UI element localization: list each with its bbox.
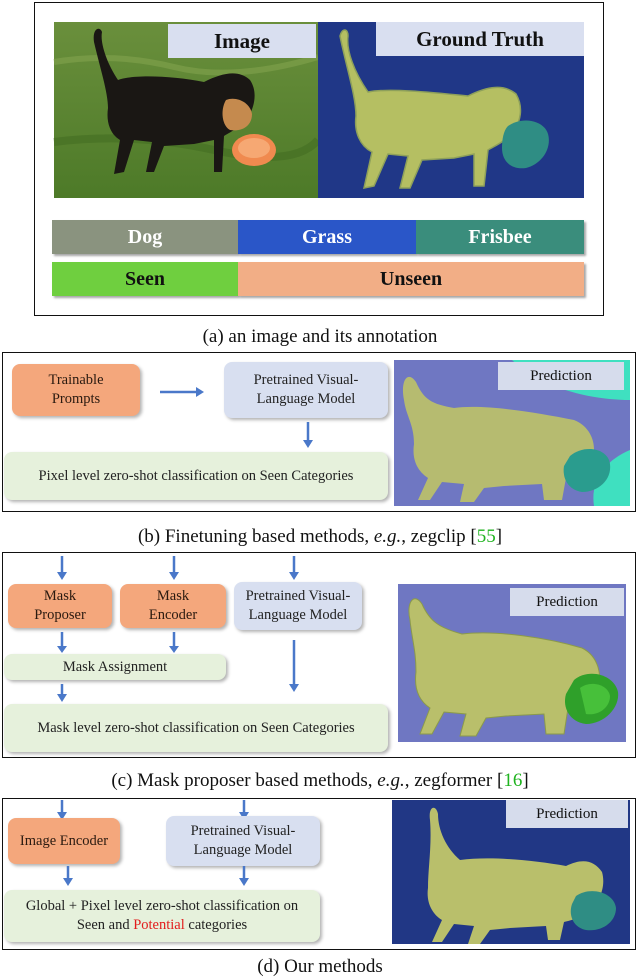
arrow-down-assignment (57, 684, 67, 702)
potential-highlight: Potential (133, 917, 185, 933)
arrow-down-vlm-c (289, 640, 299, 692)
arrows-to-assignment (57, 632, 179, 653)
input-arrows-c (57, 556, 299, 580)
mask-proposer-box: Mask Proposer (8, 584, 112, 628)
prediction-label-d: Prediction (506, 800, 628, 828)
classification-line-1: Global + Pixel level zero-shot classific… (25, 898, 299, 914)
caption-d: (d) Our methods (257, 956, 383, 977)
classification-categories-text: categories (184, 917, 248, 933)
mask-encoder-box: Mask Encoder (120, 584, 226, 628)
image-encoder-box: Image Encoder (8, 818, 120, 864)
citation-link-b[interactable]: 55 (476, 526, 496, 547)
caption-c-end: ] (522, 770, 529, 791)
caption-a: (a) an image and its annotation (202, 326, 438, 347)
mask-assignment-box: Mask Assignment (4, 654, 226, 680)
caption-b-main: (b) Finetuning based methods, (137, 526, 374, 547)
caption-c-main: (c) Mask proposer based methods, (111, 770, 378, 791)
arrows-to-classification-d (63, 866, 249, 886)
split-seen: Seen (52, 262, 238, 296)
caption-c-eg: e.g. (377, 770, 405, 791)
caption-b: (b) Finetuning based methods, e.g., zegc… (0, 526, 640, 548)
classification-seen-text: Seen and (76, 917, 134, 933)
split-unseen: Unseen (238, 262, 584, 296)
arrow-right-icon (160, 387, 204, 397)
caption-c-name: , zegformer [ (404, 770, 504, 791)
prediction-label-b: Prediction (498, 362, 624, 390)
global-pixel-classification-box: Global + Pixel level zero-shot classific… (4, 890, 320, 942)
trainable-prompts-box: Trainable Prompts (12, 364, 140, 416)
arrow-down-icon (303, 422, 313, 448)
classification-line-2: Seen and Potential categories (77, 916, 247, 935)
caption-c: (c) Mask proposer based methods, e.g., z… (0, 770, 640, 792)
pixel-classification-box: Pixel level zero-shot classification on … (4, 452, 388, 500)
caption-b-name: , zegclip [ (401, 526, 477, 547)
vlm-box-b: Pretrained Visual-Language Model (224, 362, 388, 418)
caption-b-end: ] (495, 526, 503, 547)
caption-b-eg: e.g. (373, 526, 402, 547)
class-dog: Dog (52, 220, 238, 254)
mask-classification-box: Mask level zero-shot classification on S… (4, 704, 388, 752)
prediction-label-c: Prediction (510, 588, 624, 616)
class-frisbee: Frisbee (416, 220, 584, 254)
vlm-box-d: Pretrained Visual-Language Model (166, 816, 320, 866)
vlm-box-c: Pretrained Visual-Language Model (234, 582, 362, 630)
class-grass: Grass (238, 220, 416, 254)
ground-truth-tag: Ground Truth (376, 22, 584, 56)
image-tag: Image (168, 24, 316, 58)
citation-link-c[interactable]: 16 (503, 770, 523, 791)
